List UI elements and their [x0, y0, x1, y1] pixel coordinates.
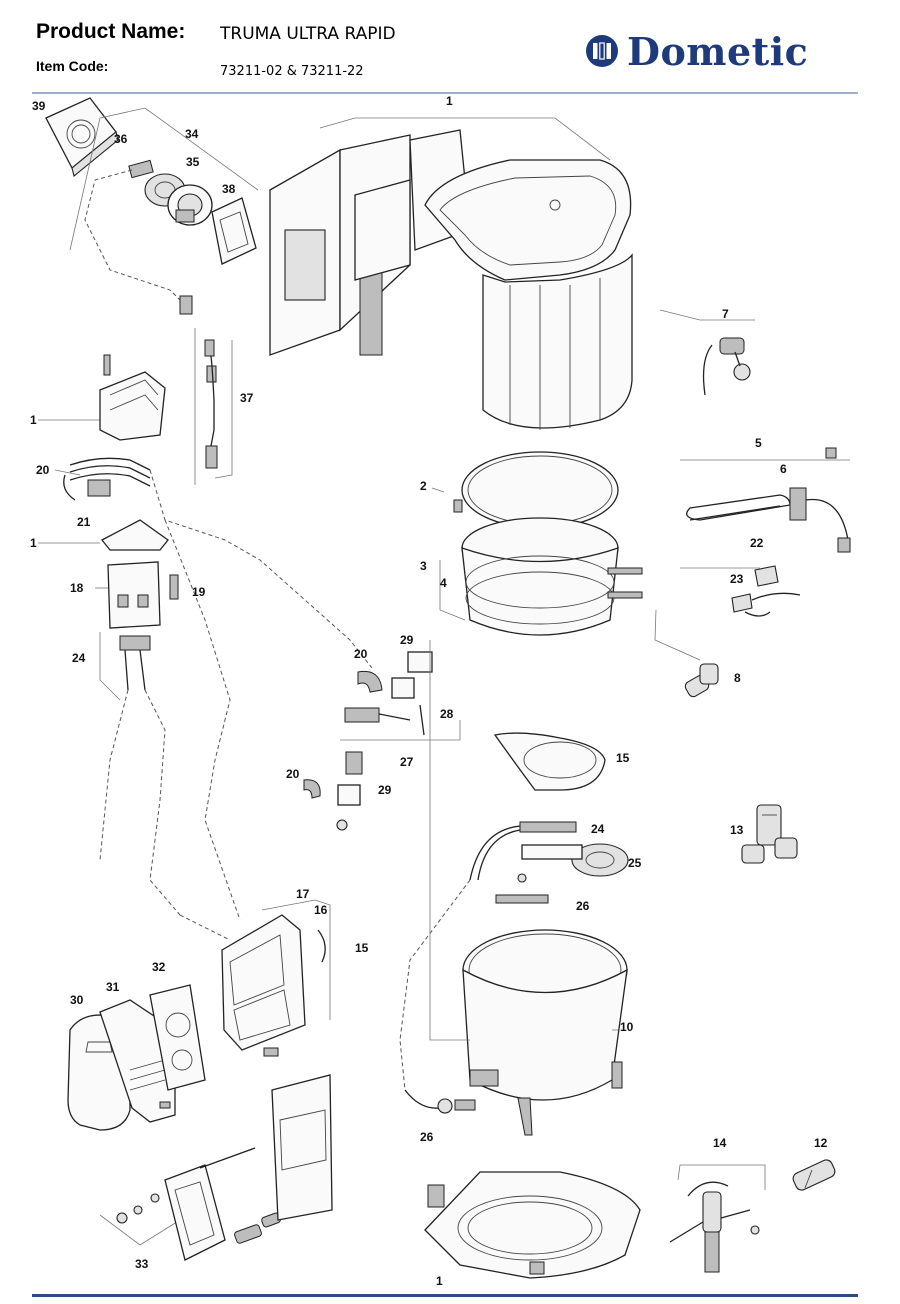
- callout-label: 36: [114, 132, 128, 146]
- part-13-t-fitting: [741, 804, 798, 864]
- callout-label: 22: [750, 536, 764, 550]
- part-30-cover-panel: [67, 984, 206, 1131]
- callout-label: 39: [32, 99, 46, 113]
- callout-label: 32: [152, 960, 166, 974]
- part-37-cable-harness: [194, 328, 233, 485]
- callout-label: 15: [355, 941, 369, 955]
- callout-label: 26: [576, 899, 590, 913]
- callout-label: 24: [72, 651, 86, 665]
- dometic-logo: Dometic: [585, 28, 808, 74]
- callout-label: 27: [400, 755, 414, 769]
- callout-label: 18: [70, 581, 84, 595]
- main-wire-path: [164, 519, 241, 921]
- header-divider: [32, 92, 858, 94]
- callout-label: 23: [730, 572, 744, 586]
- callout-label: 26: [420, 1130, 434, 1144]
- callout-label: 35: [186, 155, 200, 169]
- part-16-seal: [317, 929, 326, 963]
- part-26-igniter-cable: [399, 879, 476, 1114]
- callout-label: 21: [77, 515, 91, 529]
- item-code-label: Item Code:: [36, 58, 109, 74]
- callout-label: 15: [616, 751, 630, 765]
- product-name-value: TRUMA ULTRA RAPID: [220, 24, 396, 44]
- callout-label: 3: [420, 559, 427, 573]
- part-8-elbow-fitting: [654, 609, 719, 698]
- callout-label: 2: [420, 479, 427, 493]
- part-24-sensor-left: [99, 632, 181, 916]
- callout-labels: 39 36 34 35 38 1 7 37 1 5 6 20 2 21 1 22…: [30, 94, 828, 1288]
- part-28-electrode: [419, 704, 425, 736]
- callout-label: 33: [135, 1257, 149, 1271]
- item-code-value: 73211-02 & 73211-22: [220, 64, 364, 79]
- part-5-heating-element: [680, 447, 851, 553]
- callout-label: 1: [30, 413, 37, 427]
- callout-label: 8: [734, 671, 741, 685]
- callout-label: 31: [106, 980, 120, 994]
- callout-label: 1: [30, 536, 37, 550]
- callout-label: 24: [591, 822, 605, 836]
- callout-label: 38: [222, 182, 236, 196]
- part-1-casing-top: [269, 117, 633, 430]
- part-15-burner-mount: [493, 732, 606, 791]
- callout-label: 6: [780, 462, 787, 476]
- callout-label: 30: [70, 993, 84, 1007]
- product-name-label: Product Name:: [36, 20, 186, 43]
- callout-label: 4: [440, 576, 447, 590]
- part-1-base-plate-bottom: [424, 1171, 641, 1279]
- callout-label: 17: [296, 887, 310, 901]
- part-3-heat-exchanger: [431, 451, 643, 636]
- callout-label: 7: [722, 307, 729, 321]
- part-1-base-plate: [38, 519, 169, 551]
- part-17-cover-housing: [221, 899, 331, 1057]
- callout-label: 29: [400, 633, 414, 647]
- callout-label: 19: [192, 585, 206, 599]
- part-33-mounting-kit: [99, 1074, 333, 1261]
- callout-label: 5: [755, 436, 762, 450]
- part-23-temperature-sensor: [680, 565, 801, 617]
- part-27-gas-valve: [303, 651, 461, 831]
- part-4-gasket: [465, 555, 615, 609]
- callout-label: 20: [354, 647, 368, 661]
- callout-label: 20: [286, 767, 300, 781]
- callout-label: 14: [713, 1136, 727, 1150]
- callout-label: 34: [185, 127, 199, 141]
- part-29-bracket: [407, 651, 433, 673]
- part-39-cover-frame: [45, 97, 119, 177]
- part-20-21-wiring-loom: [54, 457, 373, 669]
- footer-divider: [32, 1294, 858, 1297]
- logo-text: Dometic: [627, 28, 809, 74]
- callout-label: 20: [36, 463, 50, 477]
- callout-label: 16: [314, 903, 328, 917]
- part-12-plug-fitting: [792, 1159, 836, 1191]
- dometic-logo-icon: [586, 35, 618, 67]
- callout-label: 13: [730, 823, 744, 837]
- part-6-thermostat: [789, 487, 807, 521]
- part-25-burner: [469, 821, 629, 904]
- part-18-circuit-board: [95, 561, 179, 629]
- part-10-water-tank: [462, 929, 628, 1136]
- callout-label: 1: [446, 94, 453, 108]
- callout-label: 25: [628, 856, 642, 870]
- callout-label: 28: [440, 707, 454, 721]
- callout-label: 10: [620, 1020, 634, 1034]
- part-7-water-connector: [659, 309, 755, 396]
- part-34-control-assembly: [69, 107, 259, 315]
- part-26-igniter: [495, 894, 549, 904]
- callout-label: 12: [814, 1136, 828, 1150]
- part-19-fuse: [169, 574, 179, 600]
- callout-label: 29: [378, 783, 392, 797]
- sensor-wire-path: [179, 914, 231, 941]
- part-2-screw: [453, 499, 463, 513]
- callout-label: 37: [240, 391, 254, 405]
- part-1-bracket: [38, 354, 166, 441]
- part-14-drain-valve: [669, 1164, 766, 1273]
- callout-label: 1: [436, 1274, 443, 1288]
